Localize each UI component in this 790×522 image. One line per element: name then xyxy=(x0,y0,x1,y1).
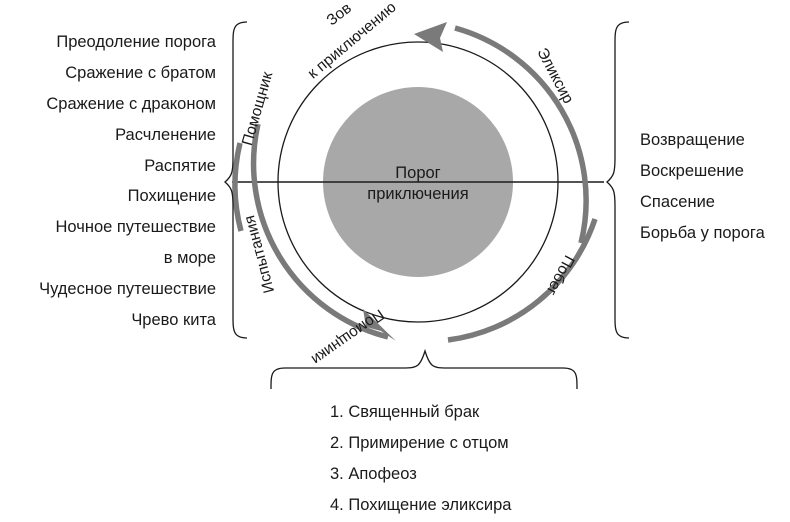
right-list-item: Борьба у порога xyxy=(640,224,766,242)
label-trials: Испытания xyxy=(241,214,278,295)
left-list-item: в море xyxy=(164,249,216,267)
left-list-item: Ночное путешествие xyxy=(56,218,217,236)
right-list-item: Спасение xyxy=(640,193,715,211)
left-brace xyxy=(224,21,248,339)
label-helpers: Помощники xyxy=(308,306,387,368)
bottom-brace xyxy=(270,348,578,390)
left-list-item: Преодоление порога xyxy=(56,33,216,51)
bottom-list-item: 1. Священный брак xyxy=(330,403,480,421)
left-list-item: Сражение с драконом xyxy=(46,95,216,113)
label-helper: Помощник xyxy=(239,70,276,148)
right-list-item: Воскрешение xyxy=(640,162,744,180)
label-escape: Побег xyxy=(542,252,577,298)
upper-arc xyxy=(454,25,589,244)
bottom-list-item: 4. Похищение эликсира xyxy=(330,496,512,514)
bottom-list-item: 2. Примирение с отцом xyxy=(330,434,509,452)
right-brace xyxy=(606,21,630,339)
lower-arrowhead-icon xyxy=(363,309,396,341)
lower-arc xyxy=(250,123,389,340)
left-list-item: Распятие xyxy=(144,157,216,175)
left-list-item: Похищение xyxy=(128,187,216,205)
upper-arrowhead-icon xyxy=(414,22,447,52)
left-list-item: Сражение с братом xyxy=(65,64,216,82)
right-lower-arc xyxy=(447,218,598,343)
center-label-line1: Порог xyxy=(395,164,440,182)
left-list-item: Расчленение xyxy=(115,126,216,144)
center-label-line2: приключения xyxy=(367,185,468,203)
left-upper-arc xyxy=(232,142,244,232)
left-list-item: Чудесное путешествие xyxy=(39,280,216,298)
left-list-item: Чрево кита xyxy=(131,311,216,329)
bottom-list-item: 3. Апофеоз xyxy=(330,465,417,483)
right-list-item: Возвращение xyxy=(640,131,745,149)
label-call-to-adventure-line1: Зов xyxy=(324,0,355,29)
